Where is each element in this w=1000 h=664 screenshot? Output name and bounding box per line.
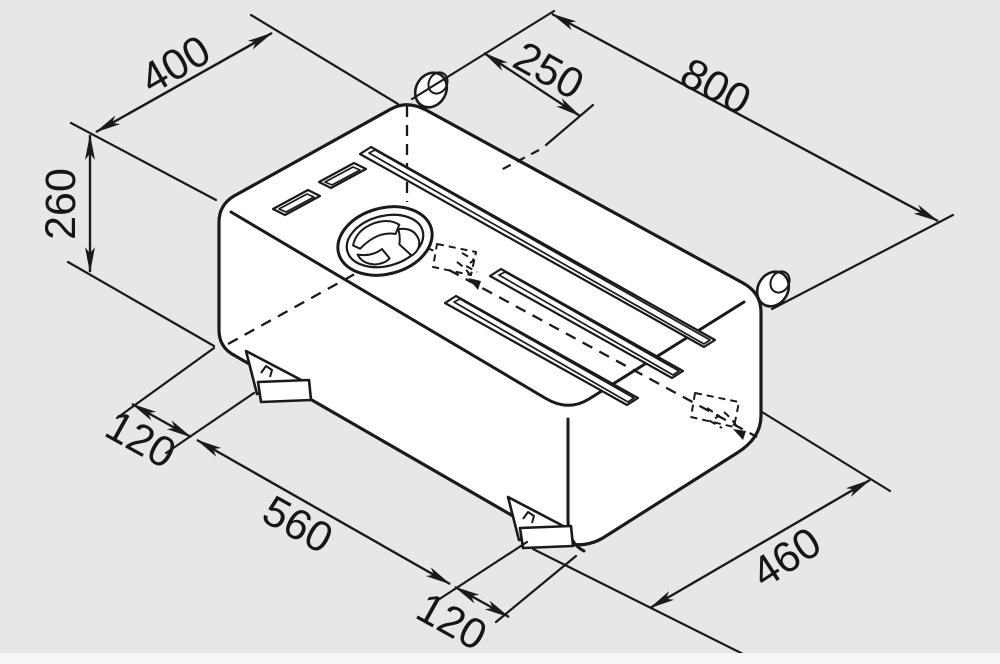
dimension-label-120-rear: 120 — [408, 584, 494, 661]
dimension-400: 400 — [95, 26, 273, 134]
dimension-label-250: 250 — [505, 33, 591, 110]
vent-slots — [271, 145, 717, 407]
dimension-120-rear: 120 — [408, 584, 510, 661]
outlet-pipe-stub-right — [755, 270, 791, 308]
top-front-fold-edge — [229, 210, 746, 407]
dimension-label-560: 560 — [254, 487, 340, 564]
dimension-label-400: 400 — [132, 26, 218, 103]
page-bottom-strip — [0, 653, 1000, 664]
vent-slot-long-front — [443, 294, 640, 407]
dimension-260: 260 — [37, 134, 95, 273]
dimension-120-front: 120 — [97, 402, 192, 479]
hidden-fitting-top — [426, 243, 481, 290]
vent-slot-long-middle — [488, 267, 685, 380]
dimension-label-120-front: 120 — [97, 402, 183, 479]
dimension-800: 800 — [551, 12, 939, 223]
dimension-label-460: 460 — [743, 518, 829, 597]
vent-slot-long-rear — [358, 145, 717, 349]
hidden-bottom-left-edge — [227, 268, 363, 346]
dimension-label-260: 260 — [37, 168, 85, 240]
vent-slot-small-2 — [317, 161, 368, 190]
hidden-bottom-right-edge — [448, 268, 758, 439]
hidden-edges — [227, 106, 758, 439]
dimension-560: 560 — [196, 438, 451, 586]
vent-slot-small-1 — [271, 188, 322, 217]
dimension-label-800: 800 — [673, 49, 759, 125]
dimension-460: 460 — [649, 478, 871, 610]
hidden-fitting-right-face — [690, 392, 746, 440]
filler-cap — [336, 205, 434, 277]
